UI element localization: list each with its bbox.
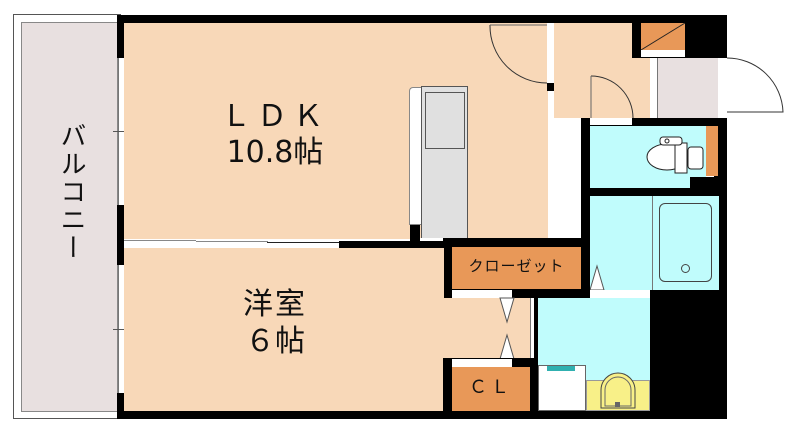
bedroom-door-mark-top [499, 297, 515, 324]
toilet-door-swing[interactable] [590, 75, 636, 121]
bath-door-mark [589, 264, 605, 291]
hall-wall-vertical [581, 83, 590, 298]
ldk-door-swing[interactable] [489, 23, 550, 85]
ldk-right-wall [410, 225, 420, 243]
closet-door [452, 290, 512, 298]
cl-door [452, 359, 512, 367]
shoe-cabinet-diagonal [640, 22, 686, 51]
bedroom-door-mark-bottom [499, 333, 515, 360]
room-bedroom [124, 248, 444, 411]
washing-machine-lid [547, 366, 575, 371]
ldk-door-jamb [547, 23, 554, 83]
room-bathroom [652, 196, 719, 290]
bedroom-nook [443, 298, 530, 358]
washing-machine[interactable] [538, 365, 586, 411]
window-mark-bed [113, 329, 127, 330]
bath-top-wall [590, 188, 727, 196]
toilet-door-opening [590, 118, 632, 125]
sliding-panel-3 [267, 242, 339, 243]
bath-door-opening [590, 290, 650, 298]
sliding-panel-1 [124, 240, 196, 241]
top-wall-right [327, 15, 727, 23]
sink-icon[interactable] [599, 372, 637, 410]
room-cl [452, 367, 530, 411]
room-ldk-lower [124, 23, 415, 243]
shoe-cabinet-shelf [641, 50, 685, 57]
room-washroom-upper [590, 196, 652, 290]
bath-bottom-wall [650, 290, 727, 419]
kitchen-back [409, 87, 421, 225]
left-wall-top [117, 15, 124, 58]
washroom-door [530, 298, 534, 358]
kitchen-sink[interactable] [425, 92, 465, 149]
toilet-corner [690, 177, 727, 188]
entrance-step [650, 58, 657, 118]
hallway-upper [554, 23, 632, 61]
bathtub [659, 203, 712, 282]
bedroom-name: 洋室 [243, 287, 307, 322]
window-mark-ldk [113, 131, 127, 132]
toilet-top-wall [590, 118, 727, 126]
top-wall [117, 15, 327, 23]
ldk-name: ＬＤＫ [221, 99, 329, 134]
entrance-genkan [657, 58, 720, 118]
entrance-door-swing[interactable] [726, 57, 787, 118]
bathtub-drain [681, 264, 690, 273]
left-wall-bottom [117, 393, 124, 419]
cl-label: ＣＬ [469, 377, 513, 398]
sliding-panel-2 [196, 241, 268, 242]
entrance-door-frame [718, 58, 727, 118]
left-wall-mid [117, 205, 124, 265]
toilet-icon [646, 136, 704, 174]
balcony-area [21, 22, 118, 412]
closet-label: クローゼット [468, 257, 565, 275]
bedroom-size: ６帖 [245, 324, 305, 359]
toilet-shelf [706, 126, 718, 176]
balcony-label: バルコニー [56, 122, 86, 262]
room-closet [452, 247, 581, 289]
partition-wall [339, 241, 443, 248]
bottom-wall [117, 411, 727, 419]
ldk-size: 10.8帖 [226, 135, 324, 170]
